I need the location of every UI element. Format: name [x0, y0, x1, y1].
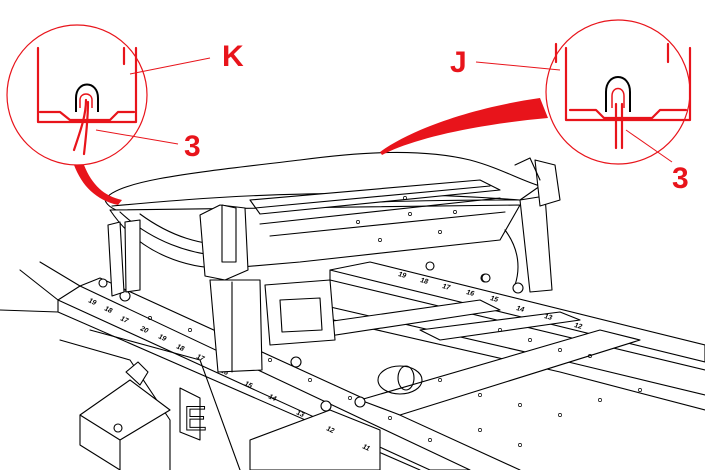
front-scale-12: 12	[325, 425, 335, 435]
rear-scale-8: 12	[574, 322, 583, 331]
pointer-k	[74, 165, 122, 205]
rear-scale-1: 19	[398, 271, 407, 280]
detail-callout-k: K 3	[6, 24, 244, 205]
front-scale-2: 18	[103, 305, 113, 315]
front-scale-11: 13	[295, 409, 305, 419]
front-scale-9: 15	[243, 380, 253, 390]
svg-text:E: E	[184, 400, 207, 438]
pointer-j	[380, 98, 548, 155]
front-scale-3: 17	[119, 315, 130, 325]
front-scale-1: 19	[87, 297, 97, 307]
front-scale-5: 19	[157, 333, 167, 343]
detail-callout-j: J 3	[380, 19, 692, 195]
front-scale-13: 11	[361, 443, 371, 452]
front-scale-6: 18	[175, 343, 185, 353]
front-scale-4: 20	[138, 325, 149, 335]
rear-scale-2: 18	[420, 277, 429, 286]
callout-letter-k: K	[222, 40, 244, 73]
rear-scale-7: 13	[544, 313, 553, 322]
callout-letter-j: J	[450, 46, 467, 79]
callout-part-number-k: 3	[184, 130, 201, 163]
detail-circle-j	[545, 19, 691, 165]
front-scale-10: 14	[267, 393, 277, 403]
rear-scale-4: 16	[466, 289, 475, 298]
callout-part-number-j: 3	[672, 162, 689, 195]
rear-scale-5: 15	[490, 295, 499, 304]
rear-scale-6: 14	[516, 305, 525, 314]
front-scale-7: 17	[195, 353, 206, 363]
rear-rail-scale: 19 18 17 16 15 14 13 12	[398, 271, 583, 331]
bench-frame: E	[0, 261, 705, 470]
rear-scale-3: 17	[442, 283, 452, 292]
seat-assembly	[104, 151, 561, 373]
